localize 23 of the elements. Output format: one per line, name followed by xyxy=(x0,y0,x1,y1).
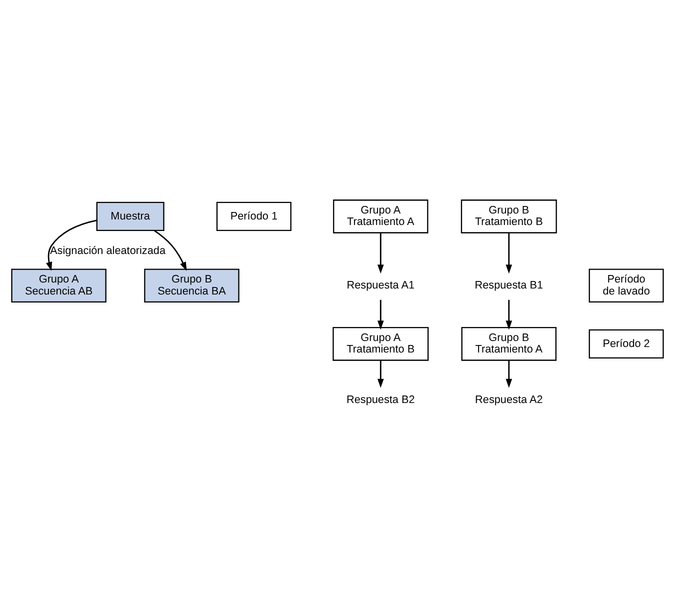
arrow xyxy=(506,360,512,388)
arrow xyxy=(506,232,512,274)
node-box: Grupo B Tratamiento B xyxy=(460,199,557,233)
arrow xyxy=(506,299,512,330)
edge-label: Asignación aleatorizada xyxy=(50,244,166,256)
arrow xyxy=(154,229,187,270)
node-box: Período 2 xyxy=(588,328,664,358)
arrow xyxy=(377,360,384,388)
node-text: Respuesta B2 xyxy=(346,393,415,406)
node-box: Grupo B Secuencia BA xyxy=(144,268,240,302)
node-text: Respuesta A1 xyxy=(346,279,415,291)
node-box: Muestra xyxy=(96,201,164,231)
node-box: Grupo A Tratamiento B xyxy=(332,326,429,360)
node-box: Grupo A Secuencia AB xyxy=(11,268,106,302)
node-text: Respuesta B1 xyxy=(474,279,544,291)
arrow xyxy=(46,219,98,271)
node-box: Período 1 xyxy=(216,201,292,231)
node-box: Período de lavado xyxy=(588,268,664,302)
node-box: Grupo B Tratamiento A xyxy=(461,326,557,360)
node-box: Grupo A Tratamiento A xyxy=(333,199,428,233)
arrow xyxy=(377,232,384,274)
arrow xyxy=(377,299,384,330)
node-text: Respuesta A2 xyxy=(475,393,543,406)
